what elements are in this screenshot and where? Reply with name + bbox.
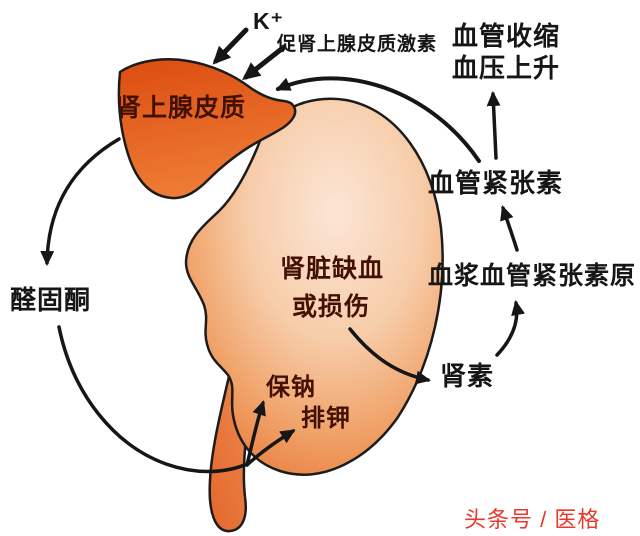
- arrow-angiotensin-to-bp: [486, 91, 501, 160]
- label-adrenal-cortex: 肾上腺皮质: [116, 94, 247, 122]
- label-angiotensin: 血管紧张素: [428, 168, 564, 198]
- label-bp-rise: 血压上升: [452, 53, 561, 83]
- watermark-toutiao-yige: 头条号 / 医格: [464, 507, 601, 532]
- arrow-adrenal-to-aldosterone: [40, 137, 121, 266]
- label-plasma-angiotensinogen: 血浆血管紧张素原: [428, 262, 637, 290]
- arrow-acth-to-adrenal: [242, 44, 287, 81]
- curve-aldosterone-to-kidney: [57, 325, 249, 474]
- label-aldosterone: 醛固酮: [10, 285, 92, 315]
- label-k-plus: K⁺: [253, 8, 284, 34]
- arrow-renin-to-angiotensinogen: [495, 300, 525, 357]
- arrow-ischemia-to-renin: [348, 327, 431, 385]
- arrow-angiotensinogen-to-angiotensin: [500, 205, 519, 252]
- label-kidney-ischemia-line1: 肾脏缺血: [280, 255, 385, 283]
- label-renin: 肾素: [440, 361, 495, 391]
- label-vasoconstriction: 血管收缩: [452, 21, 561, 51]
- arrow-aldosterone-to-excrete-potassium: [245, 429, 296, 467]
- label-retain-sodium: 保钠: [266, 374, 316, 401]
- adrenal-gland-shape: [117, 58, 297, 200]
- arrow-kplus-to-adrenal: [212, 27, 249, 65]
- arrow-angiotensin-to-adrenal: [275, 76, 481, 163]
- label-acth: 促肾上腺皮质激素: [277, 34, 438, 55]
- kidney-shape: [184, 97, 444, 476]
- label-excrete-potassium: 排钾: [301, 405, 351, 432]
- label-kidney-ischemia-line2: 或损伤: [292, 293, 371, 321]
- arrow-aldosterone-to-retain-sodium: [245, 400, 266, 467]
